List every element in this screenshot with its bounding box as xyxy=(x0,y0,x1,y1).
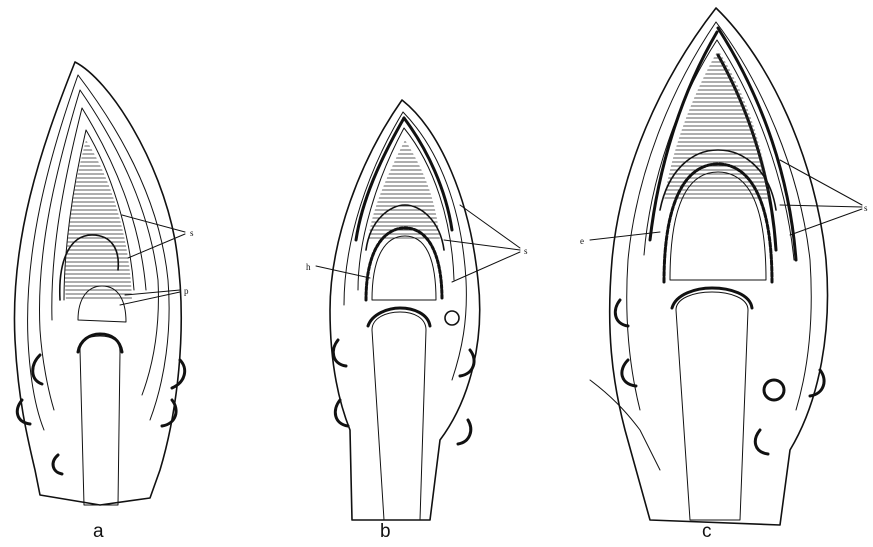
panel-c-label-s: s xyxy=(864,203,868,213)
panel-a: s p a xyxy=(14,62,194,542)
panel-b-caption: b xyxy=(380,521,391,542)
panel-b-hatched-tissue xyxy=(368,140,440,240)
panel-b-duct xyxy=(445,311,459,325)
panel-a-hatched-tissue xyxy=(65,140,132,300)
panel-b-apex xyxy=(372,236,436,300)
panel-b-pith xyxy=(372,312,426,520)
panel-c-duct xyxy=(764,380,784,400)
panel-b-label-h: h xyxy=(306,262,311,272)
panel-a-caption: a xyxy=(93,521,104,542)
panel-c: e s c xyxy=(580,8,868,542)
panel-c-caption: c xyxy=(702,521,712,542)
panel-c-hatched-tissue xyxy=(664,50,770,200)
panel-c-pith xyxy=(676,292,748,520)
panel-a-label-s: s xyxy=(190,228,194,238)
panel-c-label-e: e xyxy=(580,236,584,246)
panel-a-pith xyxy=(80,336,120,505)
panel-a-label-p: p xyxy=(184,286,189,296)
panel-b-label-s: s xyxy=(524,246,528,256)
panel-b: h s b xyxy=(306,100,528,542)
